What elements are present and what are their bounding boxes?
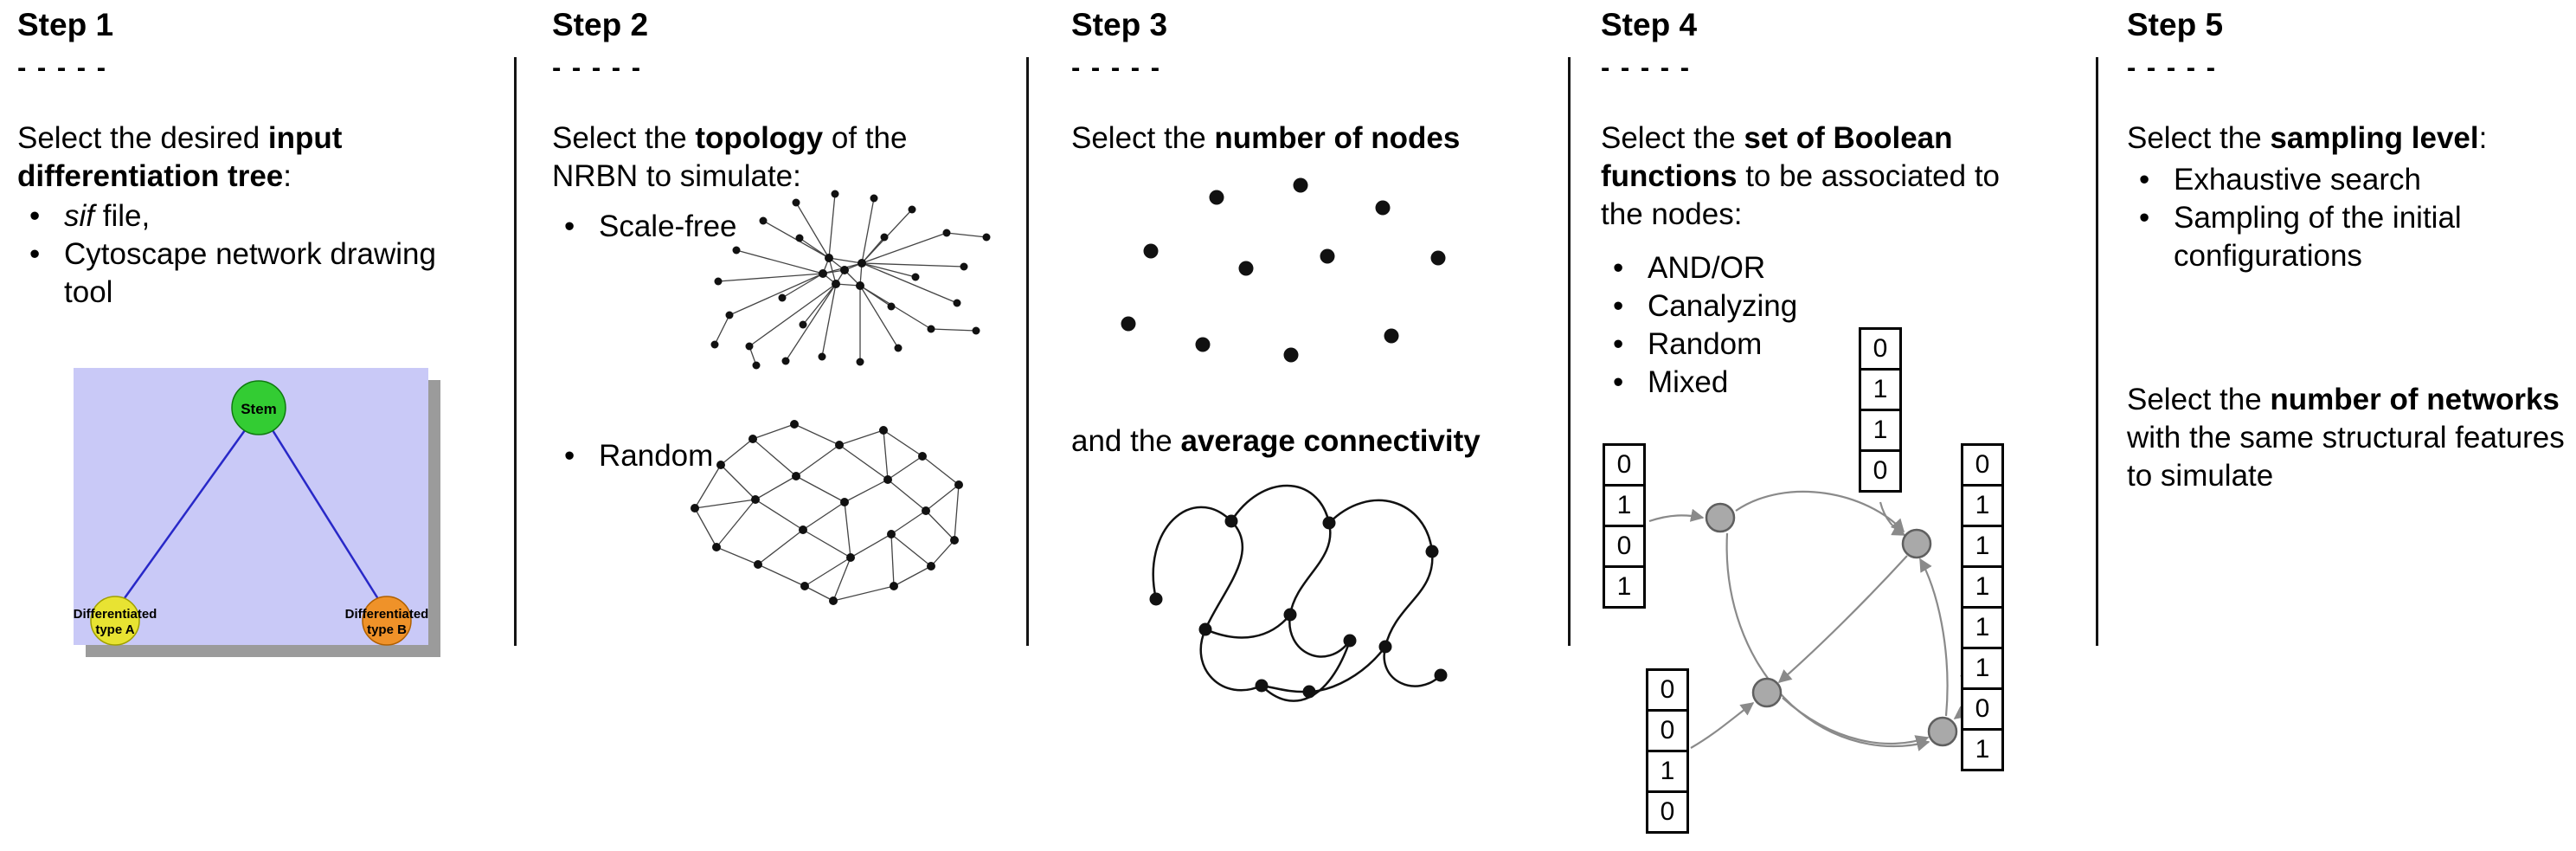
step-4-column: Step 4 - - - - - Select the set of Boole… [1601,0,2046,851]
step-3-separator: - - - - - [1071,52,1162,82]
stem-node [231,380,286,435]
step-2-title: Step 2 [552,7,649,42]
random-network-edges [694,423,960,602]
step-5-instruction: Select the sampling level: [2127,121,2488,155]
step-3-column: Step 3 - - - - - Select the number of no… [1071,0,1556,851]
truth-table-cell: 0 [1646,668,1689,712]
type-b-label-line1: Differentiated [345,607,429,622]
truth-table-right: 0 1 1 1 1 1 0 1 [1961,443,2004,771]
truth-table-cell: 1 [1859,368,1902,411]
type-a-label-line1: Differentiated [74,607,157,622]
step-3-instruction: Select the number of nodes [1071,121,1461,155]
type-a-label-line2: type A [95,622,134,637]
step-2-separator: - - - - - [552,52,643,82]
truth-table-cell: 0 [1859,449,1902,493]
step-3-instruction-2: and the average connectivity [1071,424,1481,458]
step-2-bullet-scale-free: Scale-free [552,208,985,246]
column-divider-1 [514,57,517,646]
connected-network-edges [1152,484,1442,702]
scale-free-nodes [710,190,991,370]
truth-table-cell: 0 [1646,790,1689,834]
step-4-bullet-and-or: AND/OR [1601,249,2046,287]
step-5-title: Step 5 [2127,7,2224,42]
truth-table-cell: 1 [1961,484,2004,527]
boolean-network-edges [1648,490,1970,751]
truth-table-bottom: 0 0 1 0 [1646,668,1689,834]
step-1-bullet-sif-file: sif file, [17,197,441,235]
step-2-column: Step 2 - - - - - Select the topology of … [552,0,991,851]
gene-node-1 [1705,502,1736,533]
stem-node-label: Stem [241,401,277,417]
step-4-bullet-mixed: Mixed [1601,364,2046,402]
truth-table-cell: 0 [1961,443,2004,487]
truth-table-cell: 0 [1603,525,1646,568]
step-2-instruction: Select the topology of the NRBN to simul… [552,121,908,193]
step-5-bullet-sampling: Sampling of the initial configurations [2127,199,2575,275]
step-5-column: Step 5 - - - - - Select the sampling lev… [2127,0,2575,851]
step-5-instruction-2: Select the number of networks with the s… [2127,383,2565,493]
column-divider-4 [2096,57,2098,646]
type-b-node [362,596,412,646]
step-4-separator: - - - - - [1601,52,1692,82]
truth-table-cell: 0 [1859,327,1902,371]
truth-table-cell: 1 [1603,484,1646,527]
truth-table-cell: 0 [1961,687,2004,731]
truth-table-cell: 0 [1646,709,1689,752]
connected-network-nodes [1149,514,1448,699]
step-4-title: Step 4 [1601,7,1698,42]
truth-table-cell: 1 [1859,409,1902,452]
scattered-nodes [1121,177,1446,363]
truth-table-top: 0 1 1 0 [1859,327,1902,493]
truth-table-cell: 1 [1961,565,2004,609]
random-network-nodes [691,420,963,605]
truth-table-cell: 1 [1961,728,2004,771]
step-1-title: Step 1 [17,7,114,42]
truth-table-left: 0 1 0 1 [1603,443,1646,609]
type-b-label-line2: type B [367,622,407,637]
tree-labels: Stem Differentiated type A Differentiate… [74,401,429,637]
truth-table-cell: 1 [1961,525,2004,568]
scale-free-edges [714,193,987,366]
step-4-bullet-canalyzing: Canalyzing [1601,287,2046,326]
truth-table-cell: 1 [1961,606,2004,649]
tree-edges [120,429,382,603]
boolean-network-nodes [1705,502,1958,747]
truth-table-cell: 0 [1603,443,1646,487]
type-a-node [90,596,140,646]
step-1-separator: - - - - - [17,52,108,82]
step-1-bullet-cytoscape: Cytoscape network drawing tool [17,235,441,312]
connected-network-figure [1132,469,1478,729]
column-divider-3 [1568,57,1571,646]
boolean-network-figure [1601,303,2098,851]
step-5-separator: - - - - - [2127,52,2218,82]
column-divider-2 [1026,57,1029,646]
step-1-instruction: Select the desired input differentiation… [17,121,343,193]
step-2-bullet-random: Random [552,437,985,475]
random-network-figure [673,400,976,609]
step-3-title: Step 3 [1071,7,1168,42]
step-4-bullet-random: Random [1601,326,2046,364]
truth-table-cell: 1 [1646,750,1689,793]
gene-node-2 [1901,528,1932,559]
step-4-instruction: Select the set of Boolean functions to b… [1601,121,2001,231]
scale-free-network-figure [699,184,1002,387]
step-5-bullet-exhaustive: Exhaustive search [2127,161,2575,199]
truth-table-cell: 1 [1961,647,2004,690]
differentiation-tree-figure: Stem Differentiated type A Differentiate… [74,368,454,671]
truth-table-cell: 1 [1603,565,1646,609]
step-1-column: Step 1 - - - - - Select the desired inpu… [17,0,441,851]
gene-node-4 [1927,716,1958,747]
gene-node-3 [1751,677,1783,708]
scattered-nodes-figure [1106,171,1469,384]
